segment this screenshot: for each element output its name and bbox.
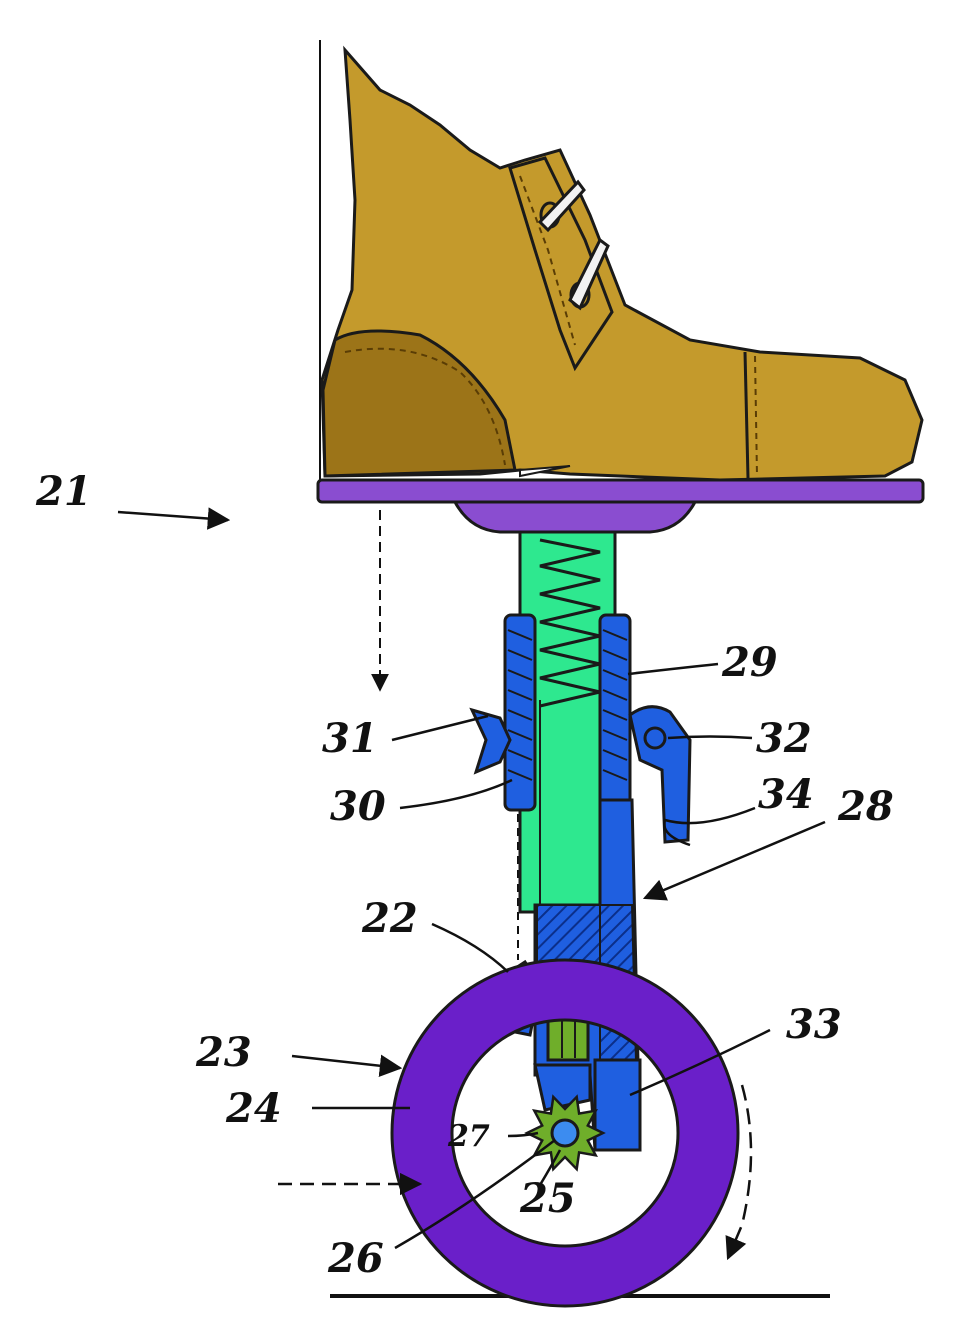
label-31: 31 — [322, 715, 378, 762]
label-25: 25 — [519, 1175, 576, 1222]
label-34: 34 — [758, 771, 814, 818]
label-32: 32 — [756, 715, 812, 762]
wheel-outer-edge — [390, 958, 740, 1308]
boot-heel-counter — [321, 329, 517, 478]
leader-29 — [627, 662, 719, 676]
leader-32 — [667, 735, 753, 740]
boot — [320, 45, 924, 482]
boot-tongue — [508, 156, 614, 372]
lace-lower — [568, 237, 610, 311]
leader-21 — [117, 507, 231, 530]
fork-lower — [593, 1058, 642, 1152]
thread-right — [602, 629, 628, 781]
rotation-arrow — [725, 1084, 753, 1261]
label-23: 23 — [195, 1029, 252, 1076]
lace-upper — [537, 179, 586, 233]
leader-33 — [629, 1028, 771, 1097]
leader-27 — [507, 1131, 539, 1138]
leader-34 — [663, 806, 756, 847]
wheel-tire — [392, 960, 738, 1306]
leader-30 — [399, 778, 513, 810]
clamp-collar — [503, 613, 632, 812]
label-27: 27 — [447, 1119, 490, 1154]
spring-coil — [539, 538, 601, 708]
axle-hub — [550, 1118, 580, 1148]
clamp-left-band — [503, 613, 537, 812]
fork-block-left — [533, 1063, 592, 1112]
leader-lines — [117, 507, 826, 1250]
wing-nut — [469, 707, 512, 775]
boot-toe-cap-stitching — [754, 355, 758, 477]
wheel — [390, 958, 740, 1308]
frame-hatched-block — [536, 904, 601, 966]
label-26: 26 — [327, 1235, 384, 1282]
label-24: 24 — [225, 1085, 282, 1132]
boot-white-gap — [519, 465, 571, 478]
label-29: 29 — [721, 639, 778, 686]
boot-tongue-stitching — [519, 175, 576, 346]
label-33: 33 — [786, 1001, 842, 1048]
label-30: 30 — [330, 783, 386, 830]
leader-31 — [391, 714, 489, 742]
boot-heel-stitching — [344, 347, 506, 466]
label-21: 21 — [35, 468, 92, 515]
label-28: 28 — [837, 783, 894, 830]
leader-26 — [394, 1139, 556, 1250]
reference-labels: 21 29 31 32 30 34 28 22 23 33 24 27 25 2… — [35, 468, 894, 1282]
leader-23 — [291, 1054, 403, 1077]
leader-28 — [642, 820, 826, 901]
leader-25 — [538, 1149, 562, 1186]
pivot-pin — [643, 726, 667, 750]
sole-plate-hub — [452, 500, 698, 534]
leader-22 — [431, 922, 509, 973]
label-22: 22 — [361, 895, 418, 942]
boot-toe-cap-seam — [743, 351, 750, 479]
thread-left — [507, 629, 533, 781]
wheel-inner-edge — [450, 1018, 680, 1248]
sole-plate — [316, 478, 925, 504]
